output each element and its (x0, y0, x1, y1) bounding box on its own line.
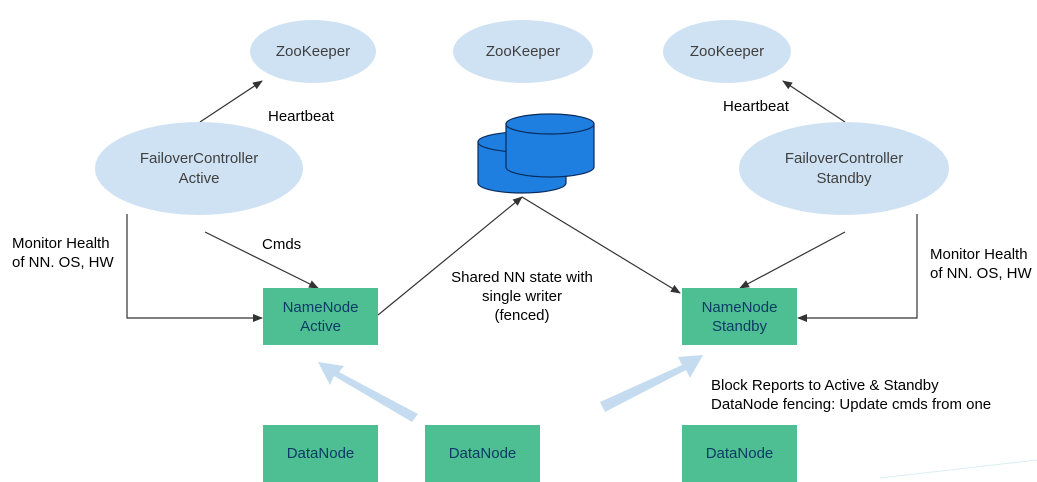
block-reports-label: Block Reports to Active & Standby DataNo… (711, 376, 991, 414)
decorative-line (879, 459, 1037, 479)
monitor-health-right-line1: Monitor Health (930, 246, 1028, 263)
zookeeper-right: ZooKeeper (663, 20, 791, 83)
datanode-right-label: DataNode (705, 445, 774, 462)
failover-controller-standby-title: FailoverController (784, 149, 904, 167)
datanode-center: DataNode (425, 425, 540, 482)
failover-controller-active: FailoverController Active (95, 122, 303, 215)
datanode-right: DataNode (682, 425, 797, 482)
heartbeat-arrow-right (782, 80, 846, 123)
datanode-left: DataNode (263, 425, 378, 482)
shared-state-line3: (fenced) (494, 307, 550, 324)
heartbeat-label-left: Heartbeat (268, 108, 334, 125)
monitor-health-left: Monitor Health of NN. OS, HW (12, 234, 114, 272)
failover-controller-standby-state: Standby (816, 169, 872, 187)
failover-controller-active-state: Active (178, 169, 220, 187)
namenode-standby-state: Standby (711, 317, 768, 335)
zookeeper-center-label: ZooKeeper (485, 42, 561, 60)
block-report-arrow-right (600, 355, 703, 412)
datanode-left-label: DataNode (286, 445, 355, 462)
shared-state-line2: single writer (481, 288, 563, 305)
monitor-arrow-left (126, 214, 263, 322)
cmds-arrow-left (204, 231, 319, 289)
storage-to-standby-arrow (521, 196, 681, 294)
cmds-arrow-right (739, 231, 846, 289)
monitor-health-left-line1: Monitor Health (12, 235, 110, 252)
failover-controller-standby: FailoverController Standby (739, 122, 949, 215)
namenode-standby-title: NameNode (701, 298, 778, 316)
monitor-arrow-right (797, 214, 918, 322)
namenode-active-title: NameNode (282, 298, 359, 316)
zookeeper-left: ZooKeeper (250, 20, 376, 83)
zookeeper-left-label: ZooKeeper (275, 42, 351, 60)
shared-state-line1: Shared NN state with (451, 269, 593, 286)
monitor-health-right-line2: of NN. OS, HW (930, 265, 1032, 282)
heartbeat-label-right: Heartbeat (723, 98, 789, 115)
namenode-standby: NameNode Standby (682, 288, 797, 345)
zookeeper-center: ZooKeeper (453, 20, 593, 83)
shared-state-label: Shared NN state with single writer (fenc… (447, 268, 597, 325)
namenode-active: NameNode Active (263, 288, 378, 345)
failover-controller-active-title: FailoverController (139, 149, 259, 167)
shared-storage-icon (477, 113, 595, 194)
zookeeper-right-label: ZooKeeper (689, 42, 765, 60)
block-reports-line2: DataNode fencing: Update cmds from one (711, 396, 992, 413)
cmds-label: Cmds (262, 236, 302, 253)
active-to-storage-arrow (377, 196, 523, 316)
block-report-arrow-left (318, 362, 418, 422)
heartbeat-arrow-left (199, 80, 263, 123)
datanode-center-label: DataNode (448, 445, 517, 462)
monitor-health-right: Monitor Health of NN. OS, HW (930, 245, 1037, 283)
namenode-active-state: Active (300, 317, 341, 335)
monitor-health-left-line2: of NN. OS, HW (12, 254, 114, 271)
block-reports-line1: Block Reports to Active & Standby (711, 377, 939, 394)
